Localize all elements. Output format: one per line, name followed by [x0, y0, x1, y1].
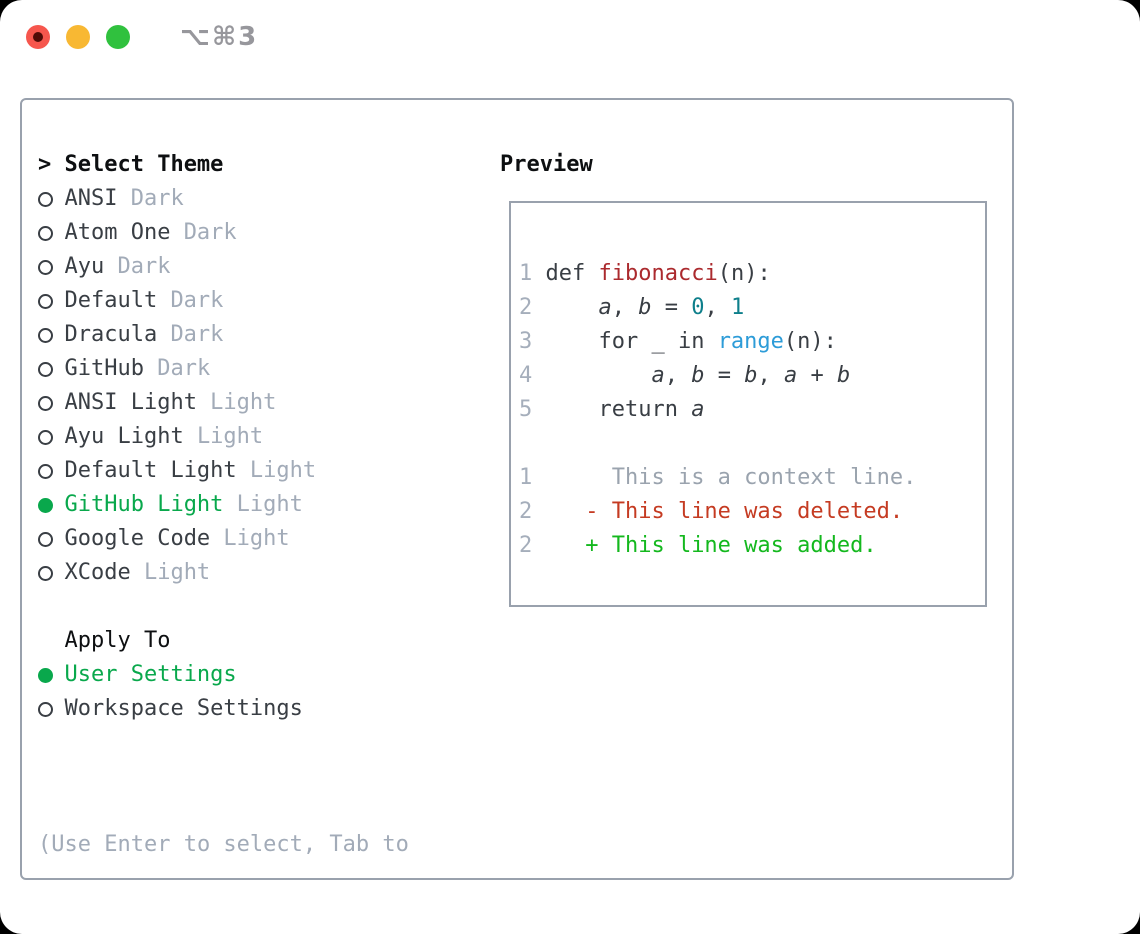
theme-option-default-light[interactable]: Default Light Light — [38, 454, 478, 488]
diff-line: 2 - This line was deleted. — [519, 499, 904, 524]
option-label: Ayu Light — [64, 424, 184, 449]
hint-line-1: (Use Enter to select, Tab to — [38, 832, 409, 857]
code-line: 4 a, b = b, a + b — [519, 363, 851, 388]
titlebar: ⌥⌘3 — [26, 22, 259, 52]
code-line: 5 return a — [519, 397, 705, 422]
spacer — [38, 590, 478, 624]
option-variant-label: Dark — [183, 220, 237, 245]
radio-icon — [38, 361, 64, 377]
apply-to-header: Apply To — [38, 624, 478, 658]
option-variant-label: Dark — [170, 288, 224, 313]
radio-selected-icon — [38, 667, 64, 683]
option-label: Default Light — [64, 458, 237, 483]
option-variant-label: Light — [210, 390, 277, 415]
radio-icon — [38, 531, 64, 547]
theme-option-google-code[interactable]: Google Code Light — [38, 522, 478, 556]
option-label: Google Code — [64, 526, 211, 551]
apply-to-title: Apply To — [64, 628, 171, 653]
radio-icon — [38, 191, 64, 207]
theme-option-dracula[interactable]: Dracula Dark — [38, 318, 478, 352]
option-label: Dracula — [64, 322, 158, 347]
option-label: ANSI — [64, 186, 118, 211]
apply-option-workspace-settings[interactable]: Workspace Settings — [38, 692, 478, 726]
diff-line: 1 This is a context line. — [519, 465, 917, 490]
option-variant-label: Light — [196, 424, 264, 449]
window-shortcut-label: ⌥⌘3 — [180, 22, 259, 52]
option-label: User Settings — [64, 662, 237, 687]
apply-option-user-settings[interactable]: User Settings — [38, 658, 478, 692]
option-label: Workspace Settings — [64, 696, 303, 721]
radio-icon — [38, 701, 64, 717]
radio-icon — [38, 565, 64, 581]
keyboard-hint: (Use Enter to select, Tab to change focu… — [38, 760, 478, 934]
theme-option-default[interactable]: Default Dark — [38, 284, 478, 318]
option-label: ANSI Light — [64, 390, 197, 415]
theme-option-xcode[interactable]: XCode Light — [38, 556, 478, 590]
preview-pane: 1 def fibonacci(n): 2 a, b = 0, 1 3 for _ … — [509, 201, 987, 607]
option-variant-label: Dark — [130, 186, 184, 211]
zoom-button[interactable] — [106, 25, 130, 49]
theme-option-ansi-light[interactable]: ANSI Light Light — [38, 386, 478, 420]
code-line: 1 def fibonacci(n): — [519, 261, 771, 286]
code-line: 2 a, b = 0, 1 — [519, 295, 745, 320]
spacer — [38, 726, 478, 760]
preview-title: Preview — [500, 152, 593, 177]
theme-option-github-light[interactable]: GitHub Light Light — [38, 488, 478, 522]
option-label: GitHub Light — [64, 492, 224, 517]
code-line: 3 for _ in range(n): — [519, 329, 837, 354]
radio-icon — [38, 225, 64, 241]
theme-option-atom-one[interactable]: Atom One Dark — [38, 216, 478, 250]
radio-icon — [38, 429, 64, 445]
preview-column: Preview — [500, 148, 593, 182]
theme-option-ayu-light[interactable]: Ayu Light Light — [38, 420, 478, 454]
option-label: Default — [64, 288, 158, 313]
option-label: GitHub — [64, 356, 144, 381]
code-preview: 1 def fibonacci(n): 2 a, b = 0, 1 3 for _ … — [511, 203, 985, 563]
option-label: XCode — [64, 560, 131, 585]
theme-option-ansi[interactable]: ANSI Dark — [38, 182, 478, 216]
radio-icon — [38, 259, 64, 275]
minimize-button[interactable] — [66, 25, 90, 49]
theme-option-ayu[interactable]: Ayu Dark — [38, 250, 478, 284]
option-variant-label: Dark — [157, 356, 211, 381]
code-line — [519, 223, 977, 257]
option-variant-label: Dark — [170, 322, 224, 347]
option-variant-label: Light — [223, 526, 290, 551]
focus-caret-icon: > — [38, 152, 65, 177]
radio-selected-icon — [38, 497, 64, 513]
theme-list-title: Select Theme — [64, 152, 224, 177]
hint-line-2: change focus) — [38, 930, 478, 934]
radio-icon — [38, 327, 64, 343]
radio-icon — [38, 395, 64, 411]
code-line — [519, 427, 977, 461]
option-variant-label: Light — [143, 560, 211, 585]
close-button[interactable] — [26, 25, 50, 49]
option-variant-label: Light — [236, 492, 303, 517]
option-label: Ayu — [64, 254, 105, 279]
diff-line: 2 + This line was added. — [519, 533, 877, 558]
theme-option-github[interactable]: GitHub Dark — [38, 352, 478, 386]
radio-icon — [38, 293, 64, 309]
theme-list-header: > Select Theme — [38, 148, 478, 182]
option-variant-label: Dark — [117, 254, 171, 279]
radio-icon — [38, 463, 64, 479]
option-variant-label: Light — [249, 458, 317, 483]
option-label: Atom One — [64, 220, 171, 245]
